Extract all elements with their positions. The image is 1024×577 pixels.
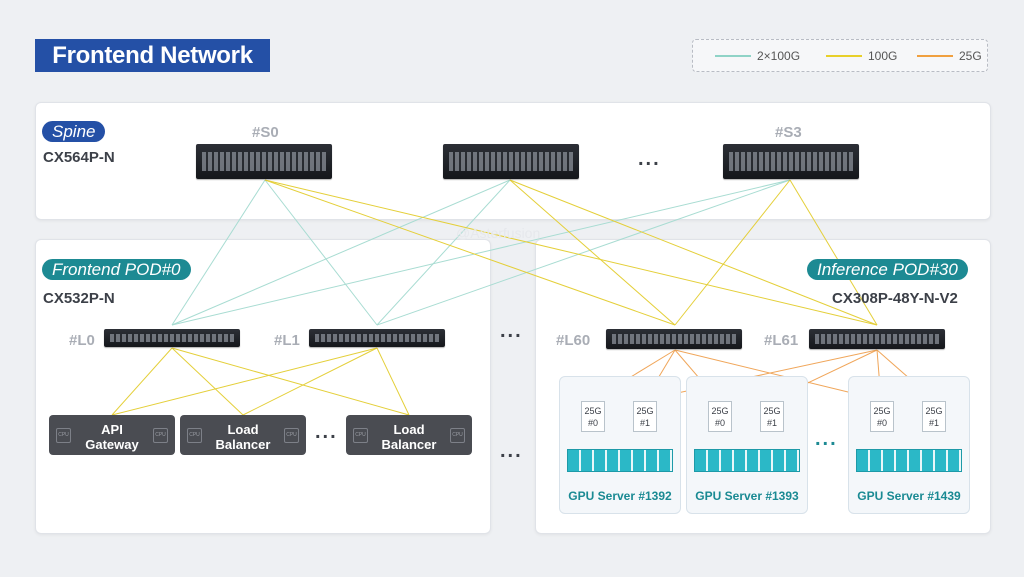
pod-ellipsis-upper: ... — [500, 320, 523, 342]
inference-pod-model: CX308P-48Y-N-V2 — [832, 290, 958, 307]
legend-swatch — [826, 55, 862, 57]
gpu-ellipsis: ... — [815, 428, 838, 450]
leaf-switch-l60 — [606, 329, 742, 349]
legend-item-25g: 25G — [917, 49, 982, 63]
app-api-gateway: CPU API Gateway CPU — [49, 415, 175, 455]
leaf-label-l60: #L60 — [556, 332, 591, 349]
gpu-chips — [694, 449, 800, 472]
leaf-label-l61: #L61 — [764, 332, 799, 349]
legend-swatch — [917, 55, 953, 57]
pod-ellipsis-lower: ... — [500, 440, 523, 462]
nic-25g-1: 25G #1 — [760, 401, 784, 432]
cpu-icon: CPU — [353, 428, 368, 443]
spine-model: CX564P-N — [43, 149, 115, 166]
leaf-switch-l1 — [309, 329, 445, 347]
leaf-label-l0: #L0 — [69, 332, 95, 349]
nic-25g-0: 25G #0 — [581, 401, 605, 432]
app-name: API Gateway — [85, 422, 139, 452]
app-name: Load Balancer — [215, 422, 271, 452]
spine-switch-s3 — [723, 144, 859, 179]
app-name: Load Balancer — [381, 422, 437, 452]
app-ellipsis: ... — [315, 421, 338, 443]
legend-label: 100G — [868, 49, 898, 63]
legend-label: 25G — [959, 49, 982, 63]
cpu-icon: CPU — [284, 428, 299, 443]
gpu-server-name: GPU Server #1392 — [568, 489, 672, 503]
cpu-icon: CPU — [187, 428, 202, 443]
legend: 2×100G 100G 25G — [692, 39, 988, 72]
gpu-chips — [856, 449, 962, 472]
nic-25g-0: 25G #0 — [870, 401, 894, 432]
gpu-server-1393: 25G #0 25G #1 GPU Server #1393 — [686, 376, 808, 514]
watermark: @Asterfusion — [456, 225, 541, 241]
legend-item-100g: 100G — [826, 49, 897, 63]
spine-switch-s1 — [443, 144, 579, 179]
legend-label: 2×100G — [757, 49, 801, 63]
spine-ellipsis: ... — [638, 148, 661, 170]
leaf-label-l1: #L1 — [274, 332, 300, 349]
page-title: Frontend Network — [35, 39, 270, 72]
gpu-server-name: GPU Server #1393 — [695, 489, 799, 503]
leaf-switch-l0 — [104, 329, 240, 347]
frontend-pod-pill: Frontend POD#0 — [42, 259, 191, 280]
nic-25g-1: 25G #1 — [922, 401, 946, 432]
gpu-server-1392: 25G #0 25G #1 GPU Server #1392 — [559, 376, 681, 514]
frontend-pod-model: CX532P-N — [43, 290, 115, 307]
gpu-server-name: GPU Server #1439 — [857, 489, 961, 503]
spine-pill: Spine — [42, 121, 106, 142]
legend-item-2x100g: 2×100G — [715, 49, 800, 63]
gpu-chips — [567, 449, 673, 472]
app-load-balancer-2: CPU Load Balancer CPU — [346, 415, 472, 455]
spine-label-s3: #S3 — [775, 124, 802, 141]
spine-label-s0: #S0 — [252, 124, 279, 141]
app-load-balancer-1: CPU Load Balancer CPU — [180, 415, 306, 455]
nic-25g-1: 25G #1 — [633, 401, 657, 432]
legend-swatch — [715, 55, 751, 57]
spine-switch-s0 — [196, 144, 332, 179]
nic-25g-0: 25G #0 — [708, 401, 732, 432]
cpu-icon: CPU — [56, 428, 71, 443]
cpu-icon: CPU — [450, 428, 465, 443]
leaf-switch-l61 — [809, 329, 945, 349]
gpu-server-1439: 25G #0 25G #1 GPU Server #1439 — [848, 376, 970, 514]
cpu-icon: CPU — [153, 428, 168, 443]
inference-pod-pill: Inference POD#30 — [807, 259, 968, 280]
